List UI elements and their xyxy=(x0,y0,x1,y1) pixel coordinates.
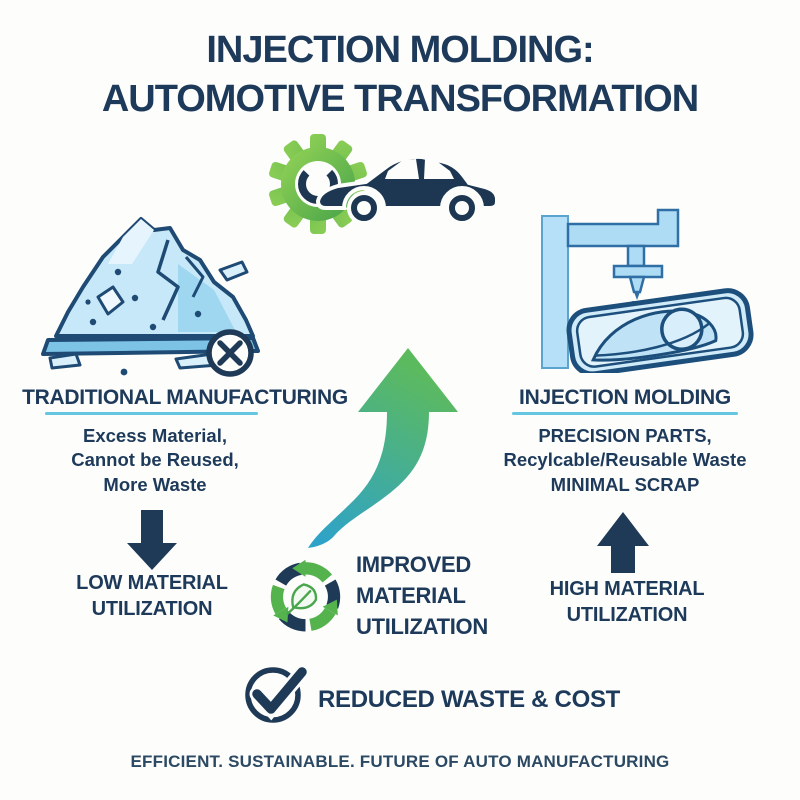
molding-machine-illustration xyxy=(541,208,754,373)
check-icon xyxy=(245,664,309,723)
scrap-pile-icon xyxy=(41,217,260,376)
page-title-line2: AUTOMOTIVE TRANSFORMATION xyxy=(101,77,699,120)
headlight-icon xyxy=(566,288,754,373)
footer-tagline: EFFICIENT. SUSTAINABLE. FUTURE OF AUTO M… xyxy=(130,752,670,771)
page-title: INJECTION MOLDING: AUTOMOTIVE TRANSFORMA… xyxy=(0,26,800,123)
scrap-pile-illustration xyxy=(41,217,260,377)
reduced-waste-cost-label: REDUCED WASTE & COST xyxy=(318,686,621,713)
improved-utilization-label: IMPROVED MATERIAL UTILIZATION xyxy=(356,552,488,640)
up-arrow-icon xyxy=(597,512,649,573)
gear-car-illustration xyxy=(269,134,499,234)
traditional-drawbacks-text: Excess Material, Cannot be Reused, More … xyxy=(71,425,239,495)
down-arrow-icon xyxy=(127,510,177,570)
injection-heading-underline xyxy=(512,412,738,415)
recycle-icon xyxy=(270,559,341,632)
injection-benefits-text: PRECISION PARTS, Recylcable/Reusable Was… xyxy=(503,425,747,495)
car-icon xyxy=(315,154,499,225)
molding-machine-icon xyxy=(541,208,680,369)
traditional-heading-underline xyxy=(45,412,258,415)
injection-molding-heading: INJECTION MOLDING xyxy=(519,386,731,409)
traditional-manufacturing-heading: TRADITIONAL MANUFACTURING xyxy=(22,386,348,409)
growth-arrow-icon xyxy=(308,348,458,548)
page-title-line1: INJECTION MOLDING: xyxy=(206,29,594,71)
low-utilization-label: LOW MATERIAL UTILIZATION xyxy=(76,572,228,620)
no-reuse-icon xyxy=(206,329,254,377)
leaf-icon xyxy=(286,583,318,616)
high-utilization-label: HIGH MATERIAL UTILIZATION xyxy=(549,578,705,626)
